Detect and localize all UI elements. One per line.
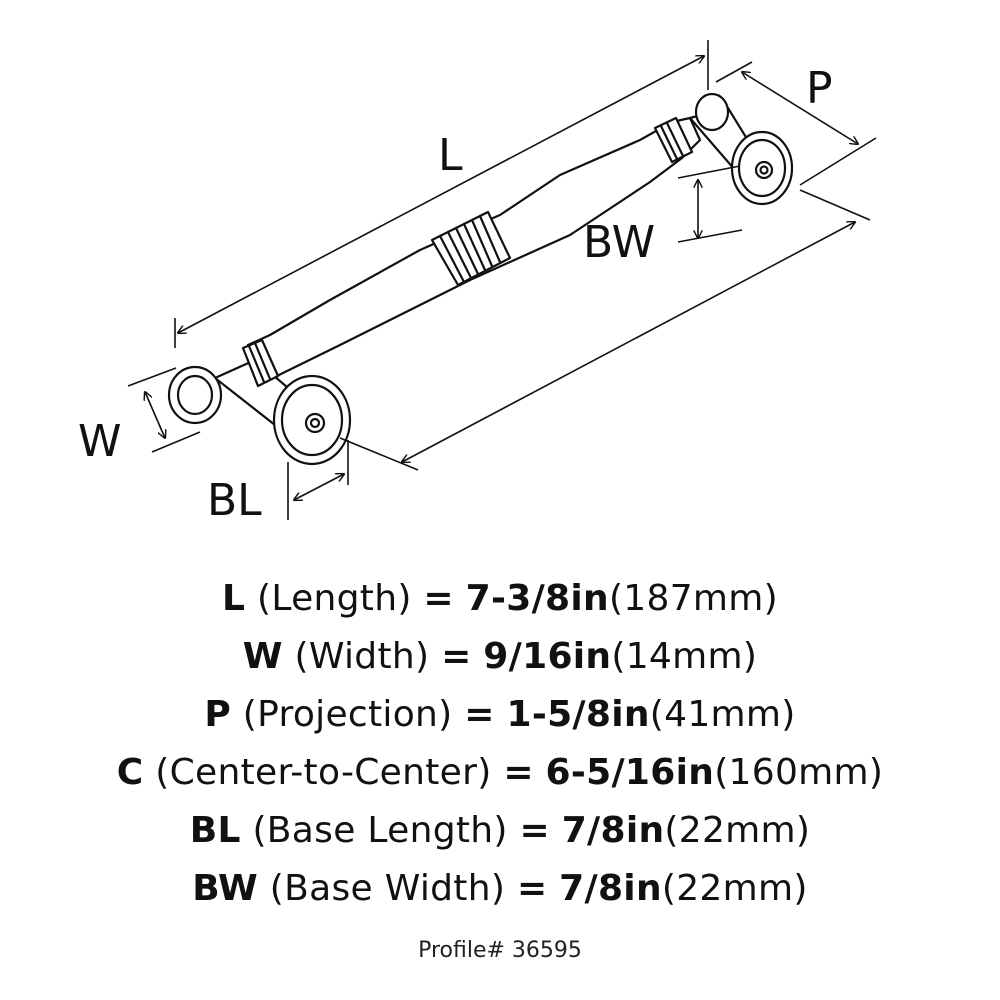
spec-equals: = — [516, 868, 548, 909]
cabinet-pull-handle — [167, 92, 794, 466]
spec-name: (Base Width) — [269, 868, 506, 909]
spec-abbr: L — [222, 578, 246, 619]
spec-abbr: BL — [189, 810, 241, 851]
spec-imperial: 9/16in — [483, 636, 612, 677]
spec-metric: (22mm) — [661, 868, 808, 909]
spec-imperial: 7/8in — [559, 868, 662, 909]
spec-name: (Length) — [257, 578, 412, 619]
handle-dimension-diagram: L P BW W BL — [78, 40, 877, 526]
spec-equals: = — [519, 810, 550, 851]
spec-metric: (22mm) — [664, 810, 811, 851]
label-projection: P — [806, 63, 833, 114]
spec-name: (Width) — [294, 636, 430, 677]
spec-row-length: L (Length) = 7-3/8in(187mm) — [0, 570, 1000, 628]
spec-equals: = — [423, 578, 454, 619]
spec-imperial: 7/8in — [561, 810, 665, 851]
spec-equals: = — [441, 636, 472, 677]
spec-row-base-width: BW (Base Width) = 7/8in(22mm) — [0, 860, 1000, 918]
spec-name: (Center-to-Center) — [155, 752, 492, 793]
spec-imperial: 6-5/16in — [545, 752, 715, 793]
spec-equals: = — [464, 694, 495, 735]
spec-list: L (Length) = 7-3/8in(187mm) W (Width) = … — [0, 570, 1000, 918]
label-base-length: BL — [207, 475, 262, 526]
spec-name: (Base Length) — [252, 810, 508, 851]
spec-imperial: 7-3/8in — [465, 578, 609, 619]
spec-equals: = — [503, 752, 534, 793]
profile-number: Profile# 36595 — [418, 938, 582, 963]
spec-abbr: P — [204, 694, 232, 735]
spec-name: (Projection) — [242, 694, 453, 735]
spec-abbr: W — [242, 636, 283, 677]
spec-row-center-to-center: C (Center-to-Center) = 6-5/16in(160mm) — [0, 744, 1000, 802]
dimension-lines — [127, 40, 877, 520]
label-base-width: BW — [583, 217, 655, 268]
spec-abbr: BW — [192, 868, 259, 909]
spec-metric: (187mm) — [608, 578, 778, 619]
spec-metric: (41mm) — [649, 694, 796, 735]
spec-row-width: W (Width) = 9/16in(14mm) — [0, 628, 1000, 686]
spec-imperial: 1-5/8in — [506, 694, 650, 735]
label-width: W — [78, 416, 122, 467]
label-length: L — [438, 130, 463, 181]
spec-row-projection: P (Projection) = 1-5/8in(41mm) — [0, 686, 1000, 744]
spec-metric: (14mm) — [611, 636, 758, 677]
spec-abbr: C — [116, 752, 144, 793]
spec-row-base-length: BL (Base Length) = 7/8in(22mm) — [0, 802, 1000, 860]
spec-metric: (160mm) — [714, 752, 884, 793]
